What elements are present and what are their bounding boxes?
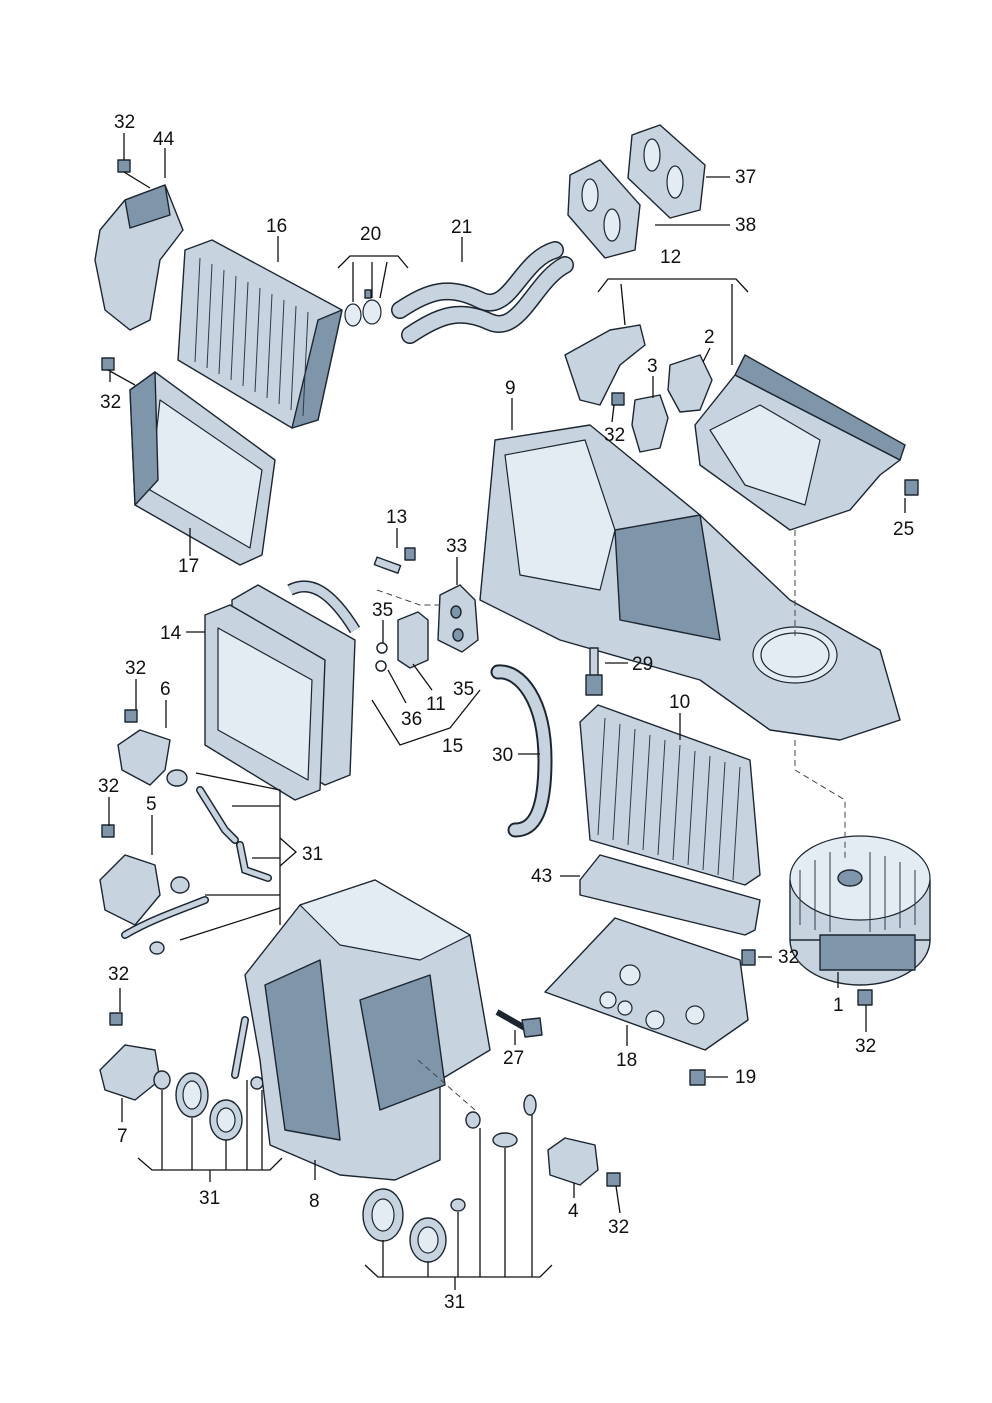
screw-icon xyxy=(101,709,621,1187)
part-o-rings-35-36 xyxy=(375,642,388,672)
screw-icon xyxy=(117,159,151,189)
part-hose-30 xyxy=(490,664,553,838)
part-flap-housing-12 xyxy=(694,354,906,531)
part-gasket-37 xyxy=(627,124,706,219)
part-evaporator-14 xyxy=(204,580,361,801)
part-blower-motor-1 xyxy=(789,835,931,986)
callout-10: 10 xyxy=(669,692,690,713)
callout-21: 21 xyxy=(451,217,472,238)
part-actuator-2 xyxy=(667,354,713,413)
callout-5: 5 xyxy=(146,794,157,815)
callout-27: 27 xyxy=(503,1048,524,1069)
callout-labels: 32 44 16 20 21 37 38 12 2 3 9 32 32 25 1… xyxy=(98,112,914,1313)
callout-8: 8 xyxy=(309,1191,320,1212)
part-lower-housing-8 xyxy=(244,879,491,1181)
callout-3: 3 xyxy=(647,356,658,377)
callout-30: 30 xyxy=(492,745,513,766)
callout-32-mid: 32 xyxy=(604,425,625,446)
part-bracket-44 xyxy=(94,184,184,331)
callout-2: 2 xyxy=(704,327,715,348)
callout-31-mid: 31 xyxy=(302,844,323,865)
part-bracket-12 xyxy=(564,324,646,406)
screw-icon xyxy=(741,949,873,1006)
part-actuator-5 xyxy=(99,854,161,926)
callout-35-top: 35 xyxy=(372,600,393,621)
callout-17: 17 xyxy=(178,556,199,577)
callout-1: 1 xyxy=(833,995,844,1016)
callout-43: 43 xyxy=(531,866,552,887)
part-actuator-6 xyxy=(117,729,171,786)
assembly-dashed-lines xyxy=(376,530,846,1111)
callout-25: 25 xyxy=(893,519,914,540)
callout-12: 12 xyxy=(660,247,681,268)
callout-15: 15 xyxy=(442,736,463,757)
callout-32-left-c: 32 xyxy=(98,776,119,797)
screw-icon xyxy=(101,357,136,386)
callout-31-left: 31 xyxy=(199,1188,220,1209)
callout-7: 7 xyxy=(117,1126,128,1147)
callout-33: 33 xyxy=(446,536,467,557)
screw-icon xyxy=(689,1069,706,1086)
callout-18: 18 xyxy=(616,1050,637,1071)
leader-lines xyxy=(108,133,906,1290)
part-gasket-38 xyxy=(567,159,641,259)
callout-38: 38 xyxy=(735,215,756,236)
part-pipe-21 xyxy=(391,241,574,344)
callout-16: 16 xyxy=(266,216,287,237)
callout-44: 44 xyxy=(153,129,175,150)
part-actuator-3 xyxy=(631,394,669,453)
part-linkage-31 xyxy=(121,769,537,1263)
callout-32-left-d: 32 xyxy=(108,964,129,985)
part-expansion-valve-11 xyxy=(397,611,429,669)
callout-32-left-b: 32 xyxy=(125,658,146,679)
part-27 xyxy=(495,1009,543,1038)
callout-14: 14 xyxy=(160,623,182,644)
part-frame-43 xyxy=(579,854,761,936)
part-main-housing-9 xyxy=(479,424,901,741)
callout-32-bottom: 32 xyxy=(608,1217,629,1238)
callout-36: 36 xyxy=(401,709,422,730)
callout-35-bottom: 35 xyxy=(453,679,474,700)
callout-32-right: 32 xyxy=(778,947,799,968)
callout-13: 13 xyxy=(386,507,407,528)
callout-6: 6 xyxy=(160,679,171,700)
part-seals-20 xyxy=(344,289,382,327)
part-tray-18 xyxy=(544,917,749,1051)
part-heater-core-16 xyxy=(177,239,343,429)
callout-32-left: 32 xyxy=(100,392,121,413)
part-filter-10 xyxy=(579,704,761,886)
part-block-33 xyxy=(437,584,479,653)
callout-4: 4 xyxy=(568,1201,579,1222)
screw-icon xyxy=(611,392,919,496)
callout-32-far-right: 32 xyxy=(855,1036,876,1057)
callout-11: 11 xyxy=(426,694,446,715)
callout-20: 20 xyxy=(360,224,381,245)
callout-32-top: 32 xyxy=(114,112,135,133)
callout-29: 29 xyxy=(632,654,653,675)
part-bolt-13 xyxy=(373,547,416,574)
part-heat-exchanger-17 xyxy=(129,371,276,566)
part-actuator-7 xyxy=(99,1044,161,1101)
callout-19: 19 xyxy=(735,1067,756,1088)
callout-37: 37 xyxy=(735,167,756,188)
callout-31-bottom: 31 xyxy=(444,1292,465,1313)
part-actuator-4 xyxy=(547,1137,599,1186)
callout-9: 9 xyxy=(505,378,516,399)
part-29 xyxy=(585,647,603,696)
